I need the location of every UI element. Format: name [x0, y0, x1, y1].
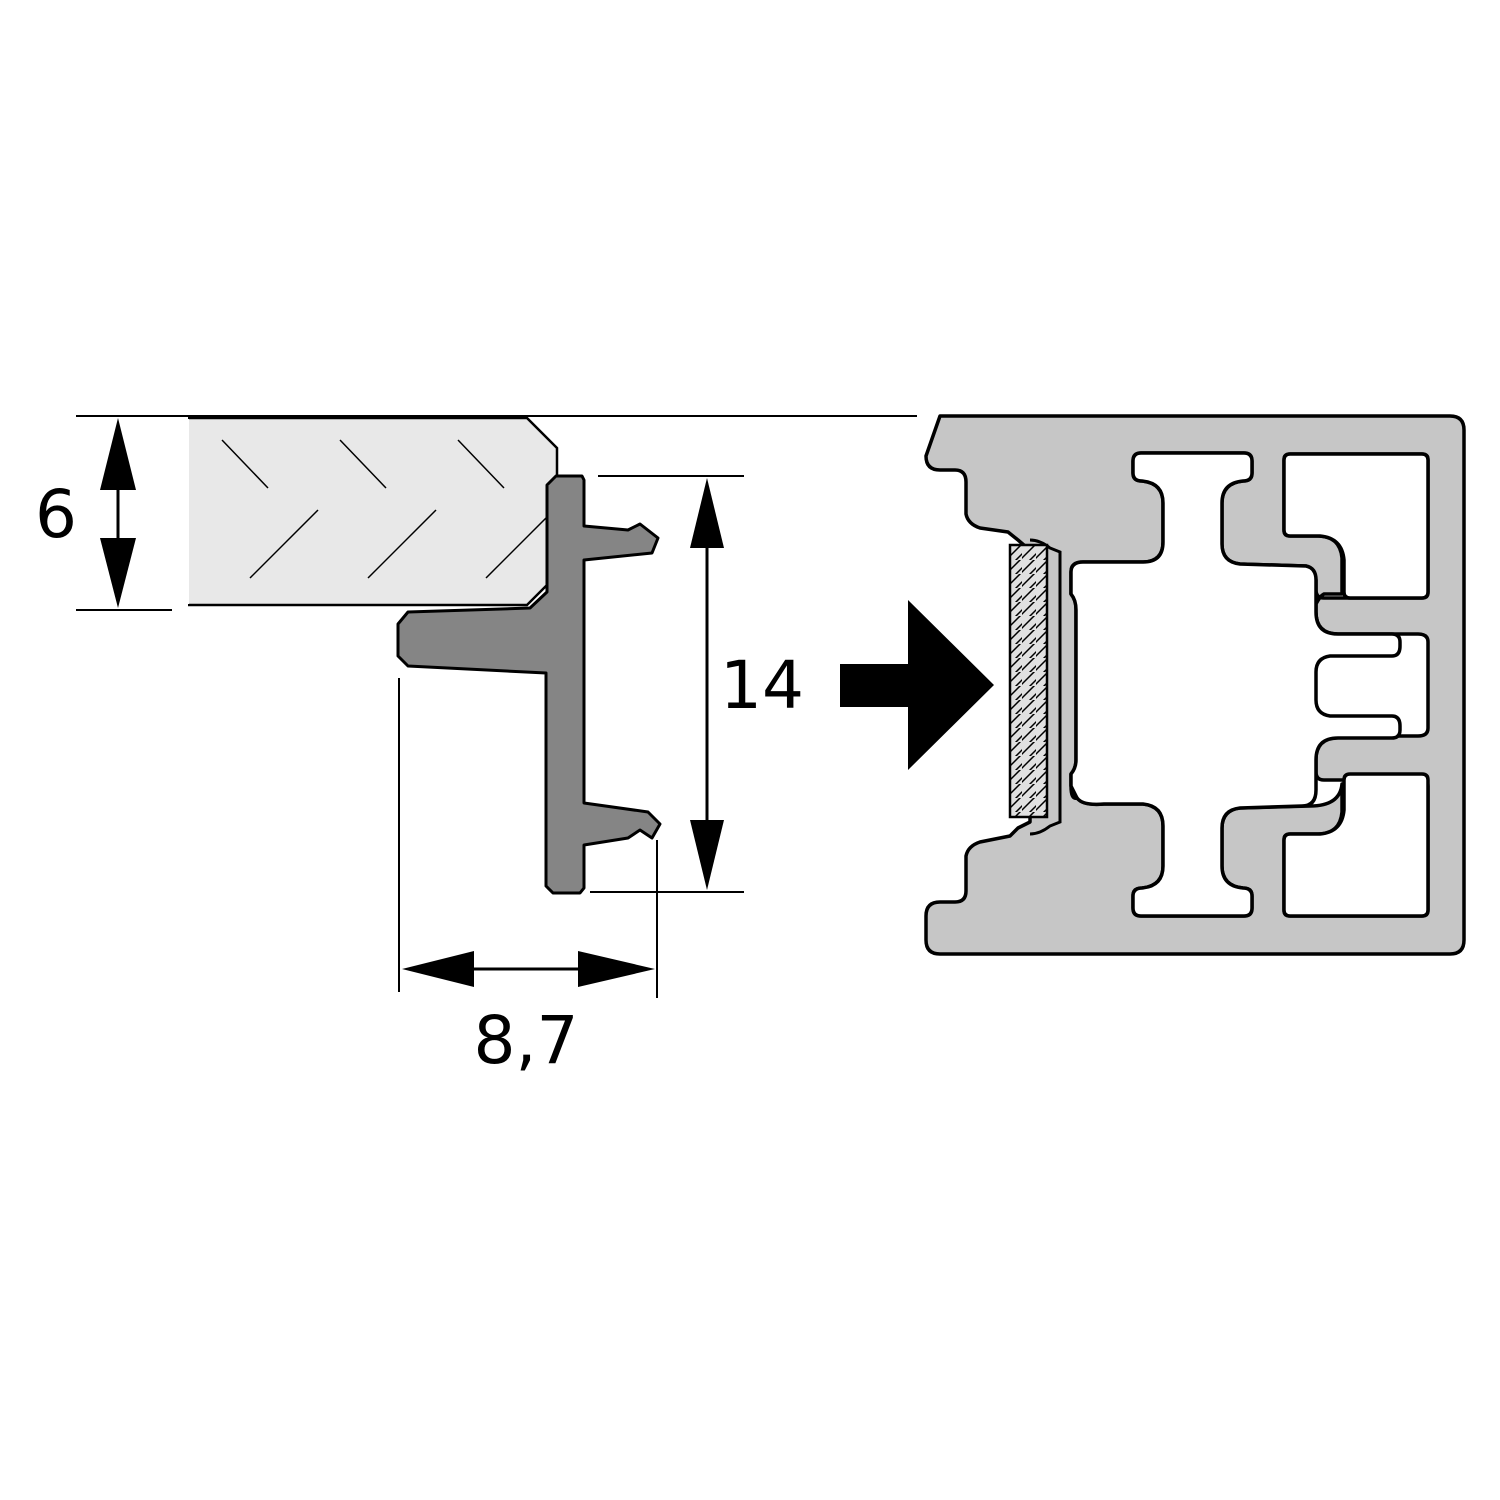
extrusion-core-hollow [1069, 451, 1402, 918]
extrusion-slot-lip [1029, 538, 1062, 836]
height-dimension: 14 [590, 475, 804, 893]
height-label: 14 [720, 647, 804, 724]
extrusion-chamber-bottom-right [1282, 772, 1430, 918]
arrow-down-icon [690, 820, 724, 890]
panel-body [188, 416, 559, 607]
aluminium-extrusion [924, 414, 1466, 956]
arrow-right-icon [840, 600, 994, 770]
arrow-left-icon [402, 951, 474, 987]
thickness-label: 6 [35, 476, 77, 553]
width-dimension: 8,7 [398, 678, 658, 1079]
extrusion-chamber-top-right [1282, 452, 1430, 600]
arrow-up-icon [100, 418, 136, 490]
width-label: 8,7 [474, 1002, 579, 1079]
arrow-up-icon [690, 478, 724, 548]
insert-profile [396, 474, 662, 895]
arrow-down-icon [100, 538, 136, 608]
arrow-right-icon [578, 951, 655, 987]
hatched-seal-strip [1008, 543, 1049, 819]
glass-panel [185, 416, 559, 607]
glass-hatch-pattern [221, 439, 555, 579]
thickness-dimension: 6 [35, 418, 172, 611]
